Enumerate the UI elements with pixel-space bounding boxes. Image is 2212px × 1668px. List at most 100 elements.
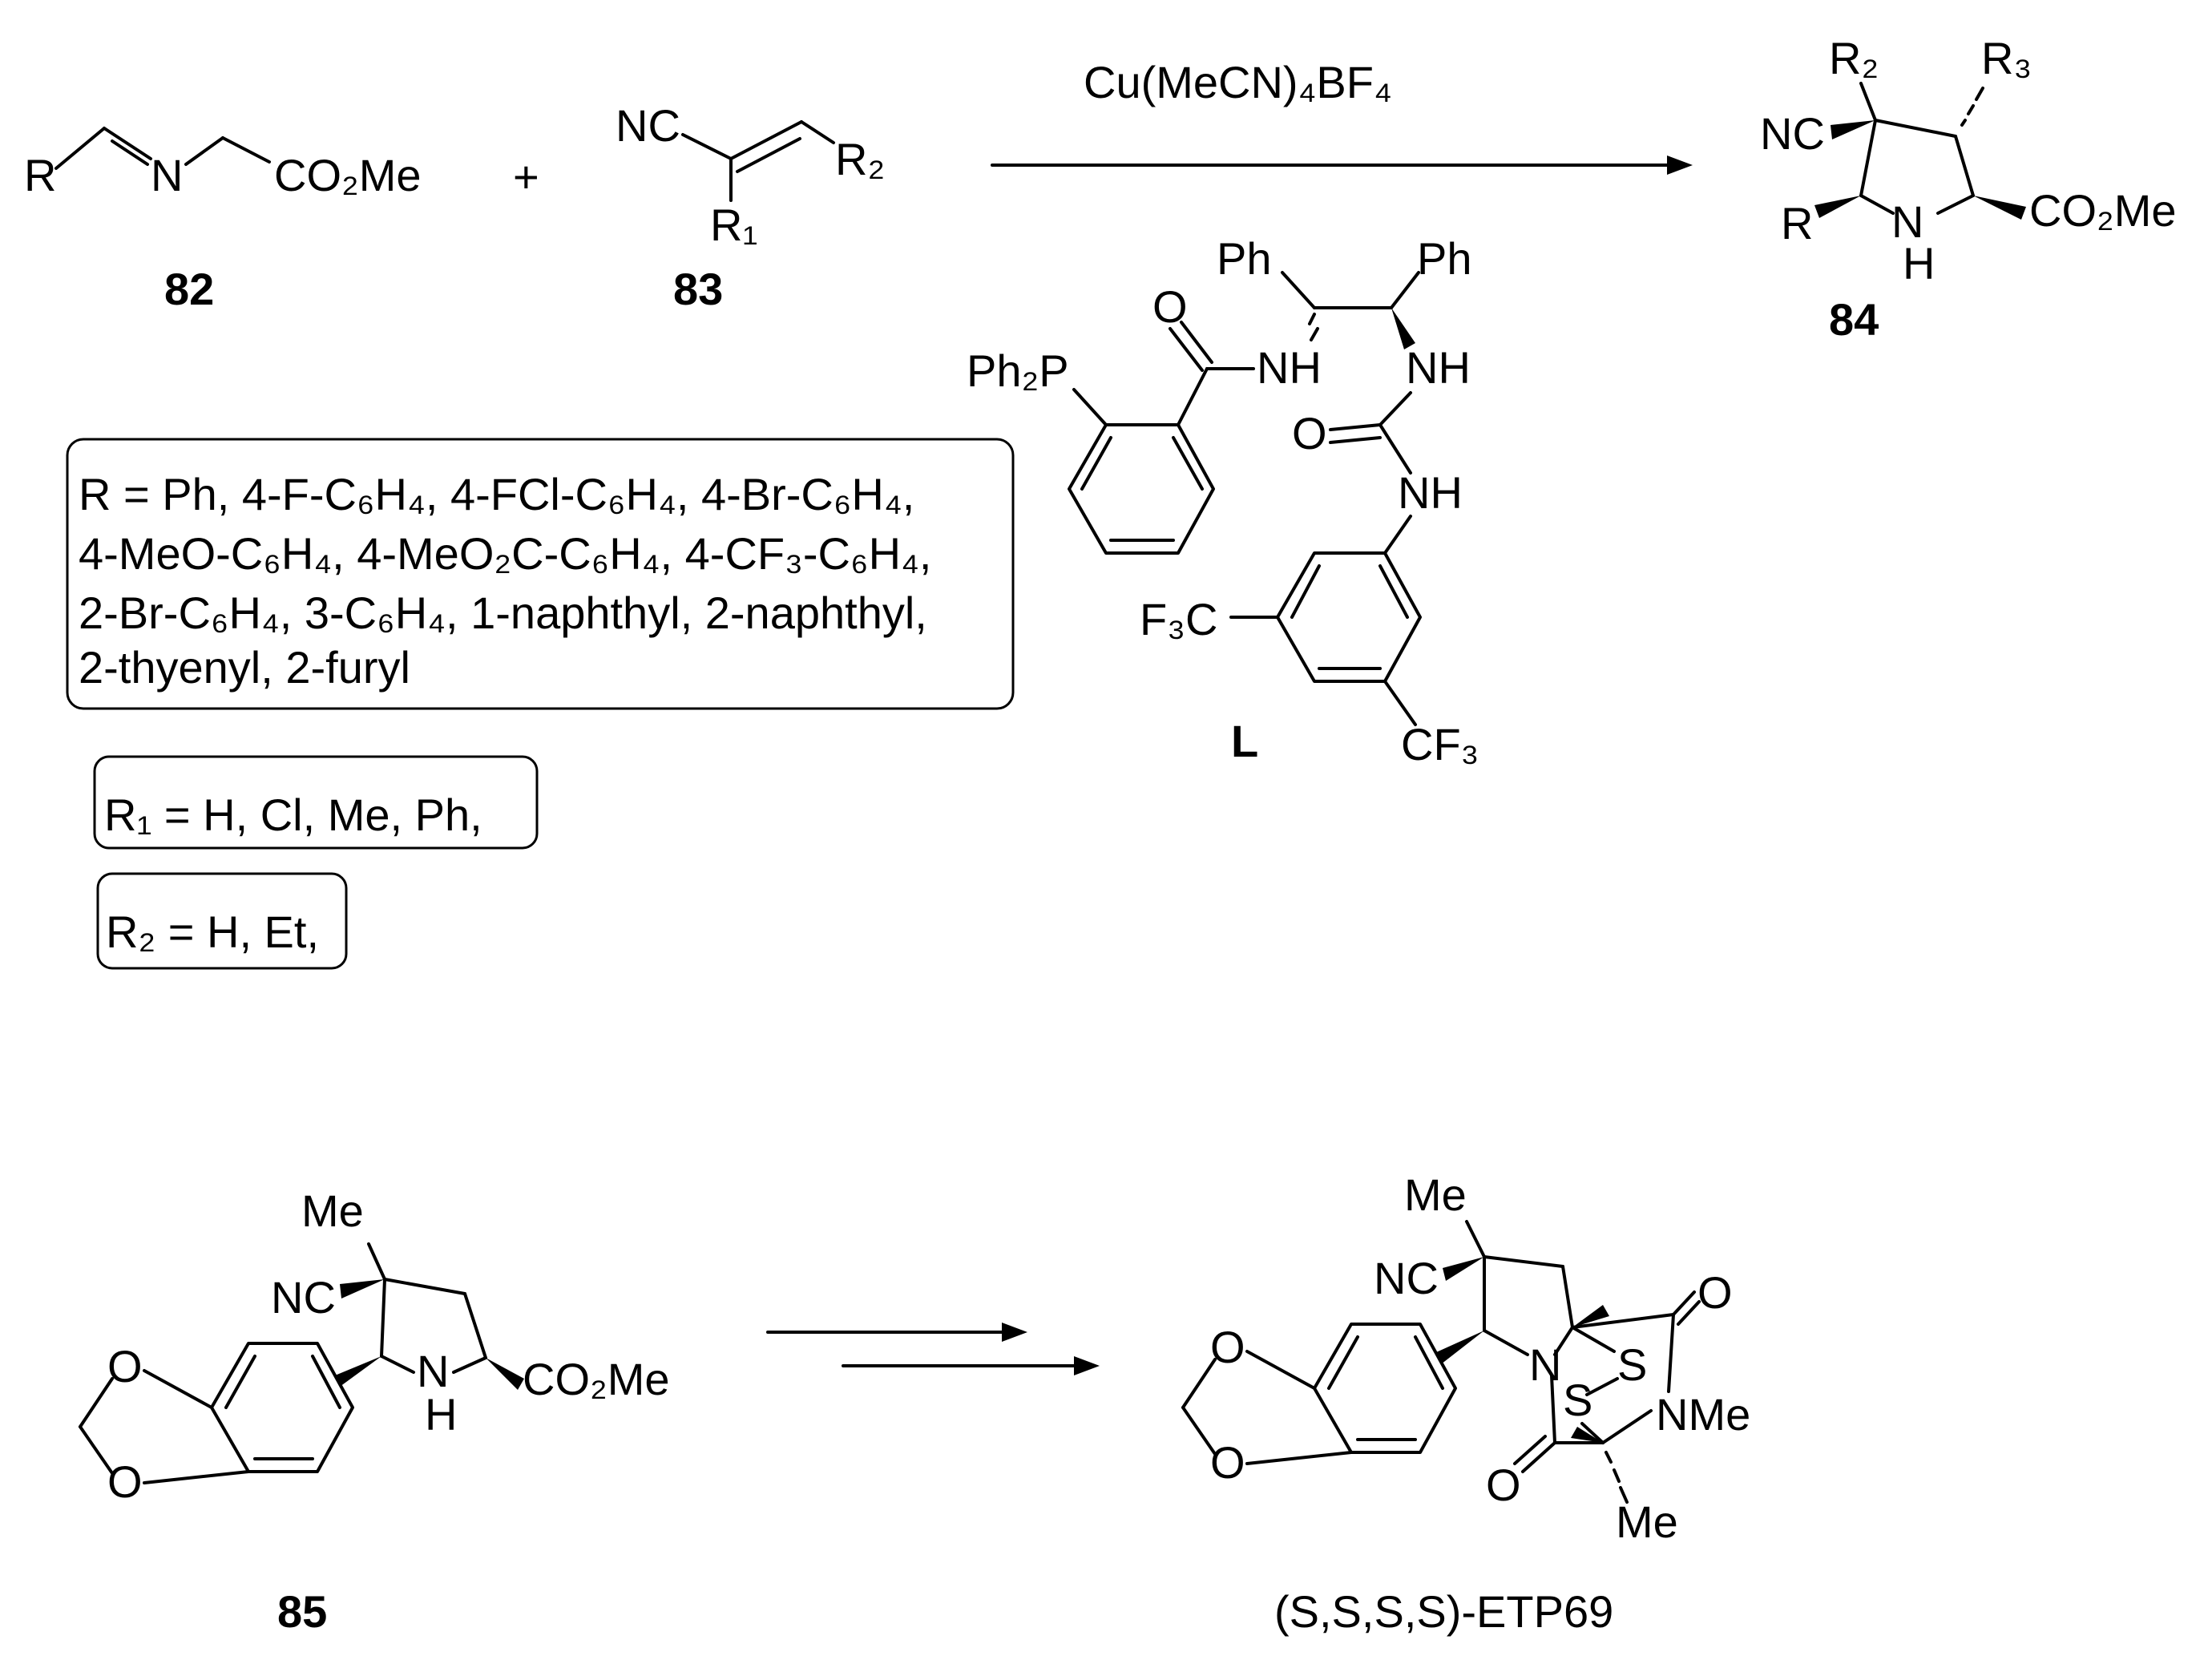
product-ETP69: Me NC O O N S S O NMe O Me [1181, 1169, 1750, 1637]
hash-bond [1308, 313, 1316, 325]
atom-N: N [1891, 196, 1923, 247]
reaction-arrow-head [1667, 155, 1693, 175]
bond [1245, 1350, 1316, 1390]
ring-bond [452, 1356, 487, 1374]
substituent-definitions: R = Ph, 4-F-C₆H₄, 4-FCl-C₆H₄, 4-Br-C₆H₄,… [66, 438, 1015, 970]
sulfur-label: S [1617, 1339, 1647, 1390]
bond [681, 133, 733, 160]
carbonyl-bond [1169, 327, 1204, 372]
oxygen-label: O [1486, 1460, 1521, 1510]
atom-R2: R₂ [835, 134, 885, 184]
wedge-bond [1572, 1305, 1609, 1327]
r-substituent-box [66, 438, 1015, 710]
aromatic-bond [224, 1355, 256, 1409]
bond [1390, 271, 1420, 309]
r-substituent-line: 2-thyenyl, 2-furyl [79, 642, 410, 693]
urea-carbonyl [1329, 423, 1382, 431]
oxygen-label: O [1210, 1322, 1245, 1372]
bond [1245, 1451, 1353, 1465]
nitrile-label: NC [271, 1272, 336, 1323]
bond [1072, 388, 1108, 426]
aromatic-bond [311, 1355, 341, 1409]
ring-bond [1483, 1329, 1529, 1356]
ring-bond [380, 1278, 386, 1358]
trifluoromethyl-label: F₃C [1140, 594, 1217, 644]
ring-bond [1859, 119, 1877, 197]
ring-bond [463, 1292, 487, 1359]
urea-carbonyl [1329, 436, 1382, 444]
methyl-label: Me [1404, 1169, 1467, 1220]
imine-double-bond-inner [111, 139, 149, 166]
compound-85: Me NC O O N H CO₂Me 85 [79, 1185, 670, 1637]
atom-N: N [417, 1346, 449, 1396]
hash-bond [1465, 1220, 1486, 1258]
ring-bond [1550, 1374, 1556, 1444]
wedge-bond [1443, 1257, 1484, 1281]
nitrile-label: NC [1760, 108, 1825, 159]
ring-bond [380, 1355, 415, 1374]
bond [800, 120, 835, 144]
atom-H: H [1903, 238, 1935, 289]
carbonyl-bond [1521, 1441, 1556, 1473]
methyl-label: Me [301, 1185, 364, 1236]
amine-label: NH [1398, 467, 1463, 518]
wedge-bond [486, 1358, 524, 1390]
atom-R: R [24, 150, 56, 200]
ester-group: CO₂Me [2029, 185, 2177, 236]
hash-bond [1605, 1451, 1613, 1464]
sulfur-label: S [1563, 1375, 1592, 1425]
r-substituent-line: R = Ph, 4-F-C₆H₄, 4-FCl-C₆H₄, 4-Br-C₆H₄, [79, 469, 914, 519]
wedge-bond [1435, 1331, 1484, 1364]
hash-bond [1613, 1468, 1621, 1483]
bond [1383, 515, 1412, 555]
wedge-bond [335, 1356, 381, 1387]
alkene-double-bond-inner [736, 137, 801, 173]
compound-83: NC R₂ R₁ 83 [616, 100, 885, 314]
phosphine-label: Ph₂P [967, 345, 1069, 396]
oxygen-label: O [1210, 1437, 1245, 1488]
bond [1859, 82, 1877, 122]
bond [1378, 423, 1412, 475]
methylene-bond [79, 1425, 114, 1475]
atom-H: H [425, 1389, 457, 1440]
atom-N: N [1529, 1339, 1561, 1390]
phenyl-label: Ph [1217, 233, 1272, 284]
bond [1378, 391, 1412, 426]
aromatic-bond [1290, 564, 1321, 619]
ring-bond [1859, 194, 1895, 215]
compound-84: R₂ R₃ NC R N H CO₂Me 84 [1760, 33, 2177, 345]
wedge-bond [1973, 196, 2026, 220]
ring-bond [1601, 1409, 1653, 1444]
catalyst-label: Cu(MeCN)₄BF₄ [1084, 57, 1392, 107]
bond [143, 1369, 213, 1409]
benzene-ring [210, 1342, 354, 1473]
wedge-bond [1814, 196, 1861, 218]
carbonyl-bond [1672, 1290, 1696, 1316]
nitrile-label: NC [1374, 1253, 1439, 1303]
benzene-ring [1313, 1323, 1457, 1454]
phenyl-label: Ph [1417, 233, 1472, 284]
aromatic-bond [1172, 436, 1204, 491]
plus-sign: + [513, 151, 539, 202]
compound-label-84: 84 [1829, 294, 1879, 345]
r1-substituent-box [93, 755, 539, 850]
atom-R: R [1781, 198, 1813, 248]
r1-substituent-text: R₁ = H, Cl, Me, Ph, [104, 790, 482, 840]
ester-group: CO₂Me [274, 150, 422, 200]
ring-bond [1561, 1265, 1574, 1329]
ligand-L: Ph Ph O NH NH Ph₂P O NH F₃C CF₃ L [967, 233, 1479, 769]
wedge-bond [1831, 120, 1875, 139]
compound-label-82: 82 [164, 264, 214, 314]
hash-bond [1960, 119, 1967, 127]
wedge-bond [1571, 1427, 1603, 1443]
oxygen-label: O [1697, 1267, 1733, 1318]
aromatic-bond [1327, 1335, 1359, 1390]
bond [1383, 680, 1417, 726]
oxygen-label: O [107, 1341, 143, 1391]
ester-group: CO₂Me [523, 1354, 670, 1404]
atom-R1: R₁ [710, 200, 757, 250]
ring-bond [1954, 135, 1975, 197]
atom-R2: R₂ [1829, 33, 1879, 83]
atom-N: N [151, 150, 183, 200]
